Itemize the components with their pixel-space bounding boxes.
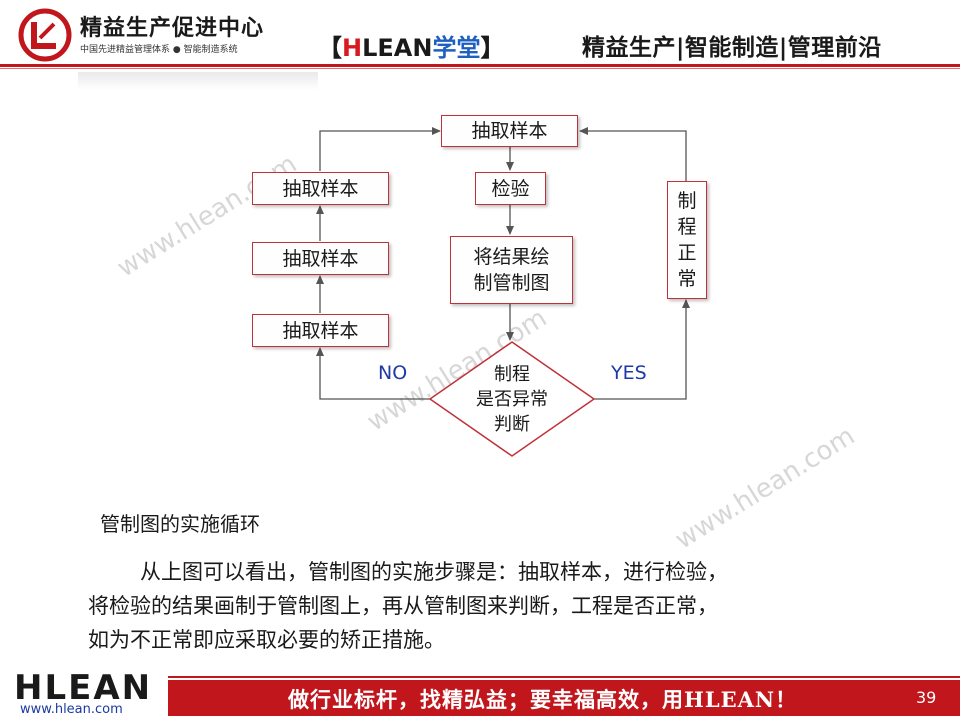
decision-line3: 判断 [494, 414, 530, 435]
left-sample-box-bottom: 抽取样本 [252, 314, 389, 347]
brand-rest: LEAN [362, 34, 433, 62]
footer-url[interactable]: www.hlean.com [20, 702, 123, 717]
plot-chart-line1: 将结果绘 [473, 246, 550, 268]
normal-char: 程 [677, 216, 697, 238]
inspect-box: 检验 [475, 172, 546, 205]
header-divider-thin [0, 68, 960, 69]
left-sample-box-top: 抽取样本 [252, 172, 389, 205]
logo-mark-icon [18, 8, 72, 62]
paragraph-line: 将检验的结果画制于管制图上，再从管制图来判断，工程是否正常， [88, 594, 718, 618]
connector [316, 347, 430, 400]
logo-title: 精益生产促进中心 [80, 16, 265, 41]
plot-chart-box: 将结果绘 制管制图 [450, 236, 573, 304]
yes-label: YES [611, 362, 647, 384]
connector [594, 299, 690, 400]
footer-slogan: 做行业标杆，找精弘益；要幸福高效，用HLEAN！ [288, 687, 798, 712]
header-shadow [78, 72, 318, 90]
decision-line2: 是否异常 [476, 389, 548, 410]
footer-bar [168, 680, 960, 716]
description-paragraph: 从上图可以看出，管制图的实施步骤是：抽取样本，进行检验， 将检验的结果画制于管制… [88, 555, 908, 657]
header-brand: 【HLEAN学堂】 [318, 34, 505, 62]
left-sample-box-middle: 抽取样本 [252, 242, 389, 275]
top-sample-box: 抽取样本 [441, 115, 578, 147]
page-number: 39 [916, 688, 937, 707]
header-tagline: 精益生产|智能制造|管理前沿 [582, 35, 882, 61]
process-normal-box: 制 程 正 常 [667, 181, 707, 299]
normal-char: 制 [677, 190, 697, 212]
normal-char: 常 [677, 268, 697, 290]
footer-logo: HLEAN [14, 668, 153, 708]
paragraph-line: 如为不正常即应采取必要的矫正措施。 [88, 628, 445, 652]
header-divider [0, 64, 960, 67]
plot-chart-line2: 制管制图 [473, 272, 550, 294]
section-title: 管制图的实施循环 [100, 512, 260, 536]
normal-char: 正 [677, 242, 697, 264]
decision-line1: 制程 [494, 364, 530, 385]
brand-h: H [342, 34, 363, 62]
paragraph-line: 从上图可以看出，管制图的实施步骤是：抽取样本，进行检验， [140, 560, 728, 584]
footer-bar-line [168, 676, 960, 678]
no-label: NO [378, 362, 408, 384]
decision-diamond [428, 341, 596, 457]
connector [579, 127, 687, 182]
logo-subtitle: 中国先进精益管理体系 ● 智能制造系统 [80, 45, 238, 55]
decision-text: 制程 是否异常 判断 [462, 362, 562, 437]
connector [319, 127, 441, 171]
